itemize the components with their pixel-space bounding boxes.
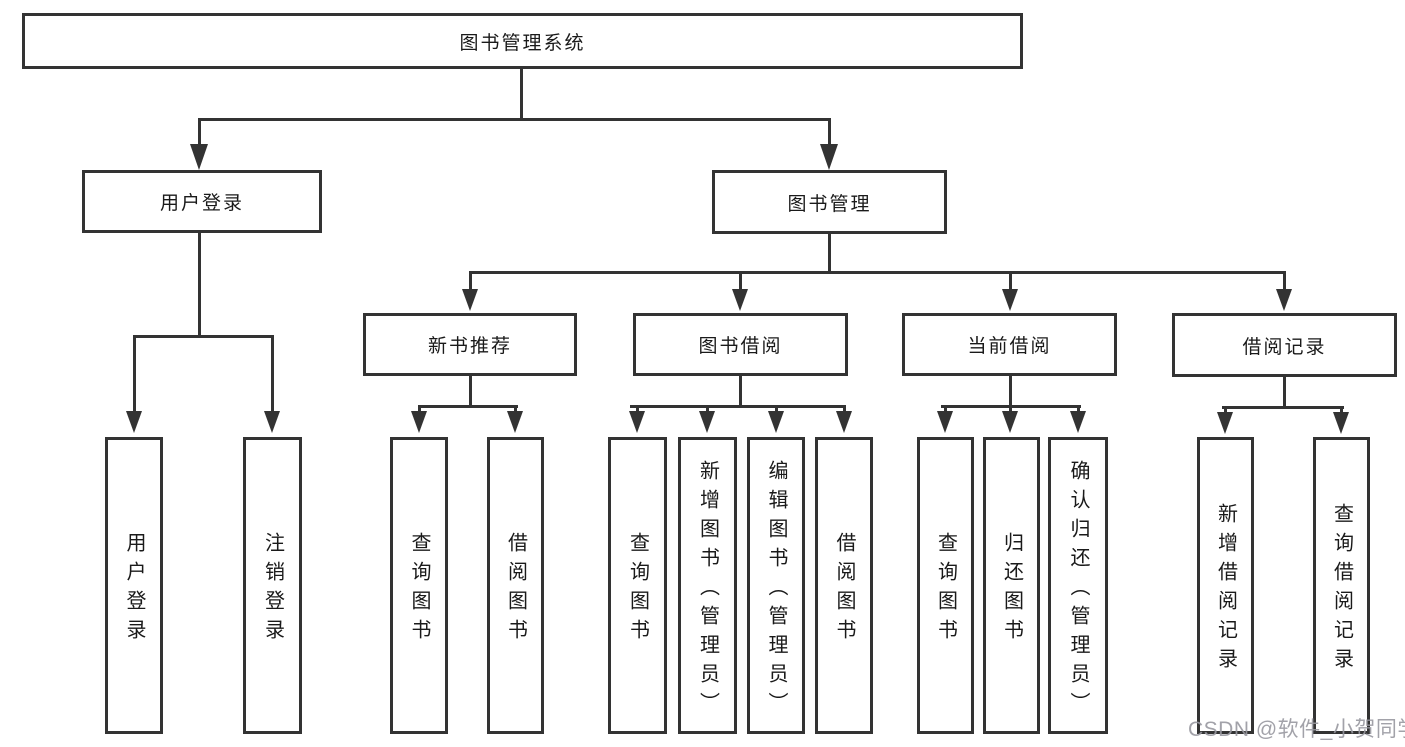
- arrowhead: [732, 289, 748, 311]
- leaf-label: 编辑图书（管理员）: [765, 459, 787, 721]
- arrowhead: [1070, 411, 1086, 433]
- leaf-label: 查询借阅记录: [1330, 503, 1353, 677]
- connector: [271, 335, 274, 413]
- connector: [469, 271, 1286, 274]
- leaf-label: 查询图书: [626, 532, 649, 648]
- node-label: 借阅记录: [1242, 336, 1327, 358]
- arrowhead: [411, 411, 427, 433]
- leaf-nb-query-book: 查询图书: [390, 437, 448, 734]
- connector: [1009, 271, 1012, 291]
- connector: [843, 405, 846, 414]
- leaf-label: 确认归还（管理员）: [1067, 459, 1089, 721]
- connector: [1222, 406, 1344, 409]
- connector: [630, 405, 846, 408]
- leaf-user-login: 用户登录: [105, 437, 163, 734]
- arrowhead: [820, 144, 838, 170]
- connector: [706, 405, 709, 414]
- arrowhead: [629, 411, 645, 433]
- leaf-bb-add-book-admin: 新增图书（管理员）: [678, 437, 737, 734]
- connector: [828, 234, 831, 274]
- leaf-cb-query-book: 查询图书: [917, 437, 974, 734]
- node-book-borrow: 图书借阅: [633, 313, 848, 376]
- arrowhead: [1217, 412, 1233, 434]
- arrowhead: [768, 411, 784, 433]
- leaf-label: 借阅图书: [504, 532, 527, 648]
- node-user-login: 用户登录: [82, 170, 322, 233]
- leaf-cb-confirm-return-admin: 确认归还（管理员）: [1048, 437, 1108, 734]
- connector: [418, 405, 421, 414]
- connector: [133, 335, 136, 413]
- csdn-watermark: CSDN @软件_小贺同学: [1188, 718, 1405, 741]
- leaf-label: 新增借阅记录: [1214, 503, 1237, 677]
- arrowhead: [699, 411, 715, 433]
- connector: [418, 405, 518, 408]
- connector: [133, 335, 274, 338]
- connector: [1009, 405, 1012, 414]
- arrowhead: [937, 411, 953, 433]
- node-label: 图书管理系统: [459, 32, 586, 54]
- leaf-cb-return-book: 归还图书: [983, 437, 1040, 734]
- connector: [469, 375, 472, 408]
- connector: [739, 375, 742, 408]
- node-label: 当前借阅: [967, 336, 1052, 357]
- node-label: 图书管理: [787, 193, 872, 215]
- leaf-label: 新增图书（管理员）: [696, 459, 719, 721]
- connector: [1283, 377, 1286, 408]
- arrowhead: [836, 411, 852, 433]
- connector: [1009, 375, 1012, 408]
- leaf-nb-borrow-book: 借阅图书: [487, 437, 544, 734]
- connector: [198, 233, 201, 338]
- connector: [944, 405, 947, 414]
- leaf-label: 查询图书: [408, 532, 430, 648]
- arrowhead: [1002, 289, 1018, 311]
- connector: [469, 271, 472, 291]
- leaf-label: 注销登录: [261, 532, 284, 648]
- leaf-label: 借阅图书: [833, 532, 855, 648]
- node-root-system: 图书管理系统: [22, 13, 1023, 69]
- leaf-bb-query-book: 查询图书: [608, 437, 667, 734]
- arrowhead: [264, 411, 280, 433]
- node-book-management: 图书管理: [712, 170, 947, 234]
- leaf-label: 归还图书: [1000, 532, 1023, 648]
- connector: [1077, 405, 1080, 414]
- node-label: 图书借阅: [698, 336, 783, 357]
- node-label: 新书推荐: [427, 336, 512, 357]
- arrowhead: [462, 289, 478, 311]
- arrowhead: [1333, 412, 1349, 434]
- connector: [1224, 406, 1227, 414]
- leaf-label: 用户登录: [123, 532, 145, 648]
- leaf-bb-edit-book-admin: 编辑图书（管理员）: [747, 437, 805, 734]
- connector: [1340, 406, 1343, 414]
- connector: [520, 69, 523, 121]
- leaf-br-add-record: 新增借阅记录: [1197, 437, 1254, 734]
- connector: [636, 405, 639, 414]
- connector: [739, 271, 742, 291]
- node-label: 用户登录: [159, 193, 244, 214]
- arrowhead: [507, 411, 523, 433]
- connector: [1283, 271, 1286, 291]
- connector: [198, 118, 201, 146]
- leaf-br-query-record: 查询借阅记录: [1313, 437, 1370, 734]
- connector: [828, 118, 831, 146]
- node-current-borrow: 当前借阅: [902, 313, 1117, 376]
- arrowhead: [1276, 289, 1292, 311]
- arrowhead: [126, 411, 142, 433]
- node-borrow-record: 借阅记录: [1172, 313, 1397, 377]
- leaf-logout: 注销登录: [243, 437, 302, 734]
- leaf-bb-borrow-book: 借阅图书: [815, 437, 873, 734]
- connector: [775, 405, 778, 414]
- node-new-book-recommend: 新书推荐: [363, 313, 577, 376]
- connector: [514, 405, 517, 414]
- arrowhead: [190, 144, 208, 170]
- connector: [198, 118, 831, 121]
- leaf-label: 查询图书: [934, 532, 957, 648]
- arrowhead: [1002, 411, 1018, 433]
